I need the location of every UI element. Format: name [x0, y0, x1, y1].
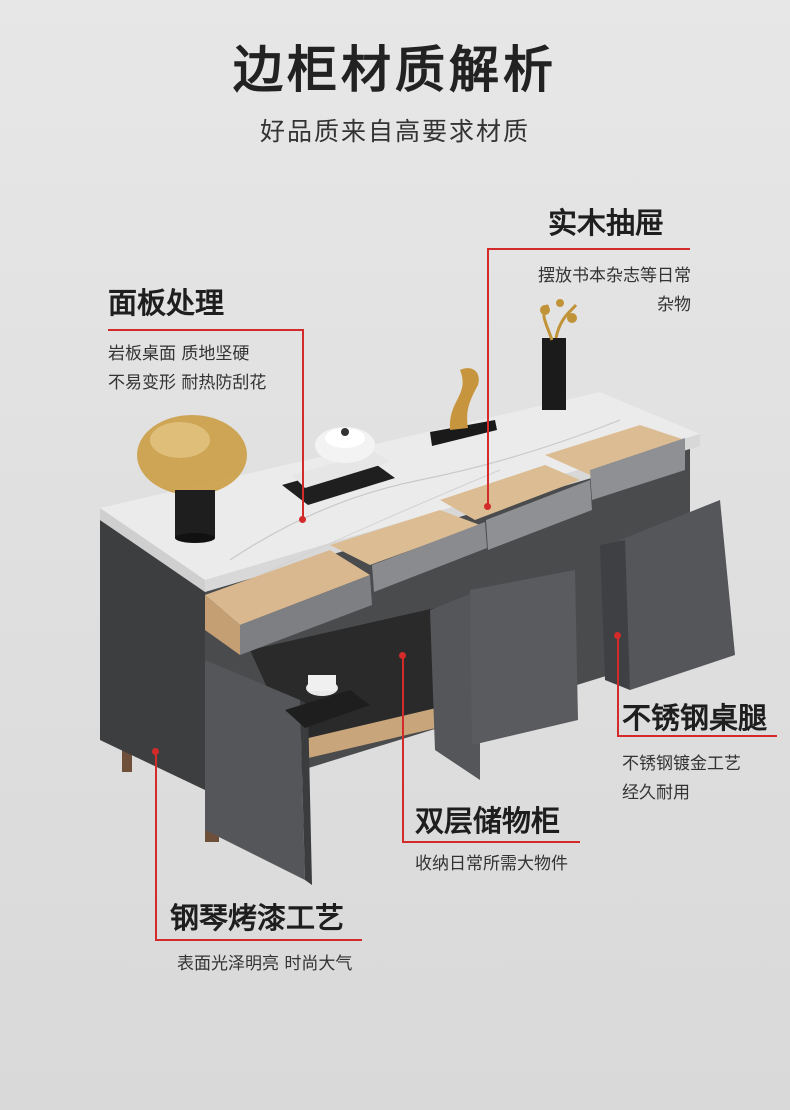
storage-callout-dot — [399, 652, 406, 659]
paint-callout-dot — [152, 748, 159, 755]
vase-decor — [540, 299, 578, 410]
feature-legs-desc: 不锈钢镀金工艺 经久耐用 — [622, 754, 741, 803]
cabinet-doors — [205, 500, 735, 885]
feature-storage-desc: 收纳日常所需大物件 — [415, 854, 568, 874]
drawer-callout-dot — [484, 503, 491, 510]
feature-paint-desc: 表面光泽明亮 时尚大气 — [177, 954, 353, 974]
feature-paint-title: 钢琴烤漆工艺 — [170, 901, 345, 935]
marble-top — [100, 392, 700, 580]
legs-callout-h — [617, 735, 777, 737]
panel-callout-v — [302, 329, 304, 520]
paint-callout-v — [155, 752, 157, 941]
books-decor — [282, 427, 395, 505]
panel-callout-dot — [299, 516, 306, 523]
sculpture-decor — [430, 368, 497, 446]
panel-callout-h — [108, 329, 304, 331]
storage-callout-h — [402, 841, 580, 843]
lamp-decor — [137, 415, 247, 543]
legs-callout-dot — [614, 632, 621, 639]
page-title: 边柜材质解析 — [233, 41, 557, 99]
marble-top-edge — [100, 508, 205, 592]
drawer-callout-h — [487, 248, 690, 250]
drawers — [205, 425, 685, 655]
legs-callout-v — [617, 636, 619, 737]
page-subtitle: 好品质来自高要求材质 — [259, 117, 530, 146]
cabinet-left-side — [100, 520, 205, 790]
feature-panel-title: 面板处理 — [108, 286, 225, 320]
feature-panel-desc: 岩板桌面 质地坚硬 不易变形 耐热防刮花 — [108, 344, 267, 393]
feature-drawer-desc: 摆放书本杂志等日常 杂物 — [538, 266, 691, 315]
paint-callout-h — [155, 939, 362, 941]
feature-legs-title: 不锈钢桌腿 — [622, 701, 768, 735]
storage-callout-v — [402, 656, 404, 843]
feature-drawer-title: 实木抽屉 — [548, 206, 665, 240]
feature-storage-title: 双层储物柜 — [415, 804, 561, 838]
drawer-callout-v — [487, 248, 489, 506]
